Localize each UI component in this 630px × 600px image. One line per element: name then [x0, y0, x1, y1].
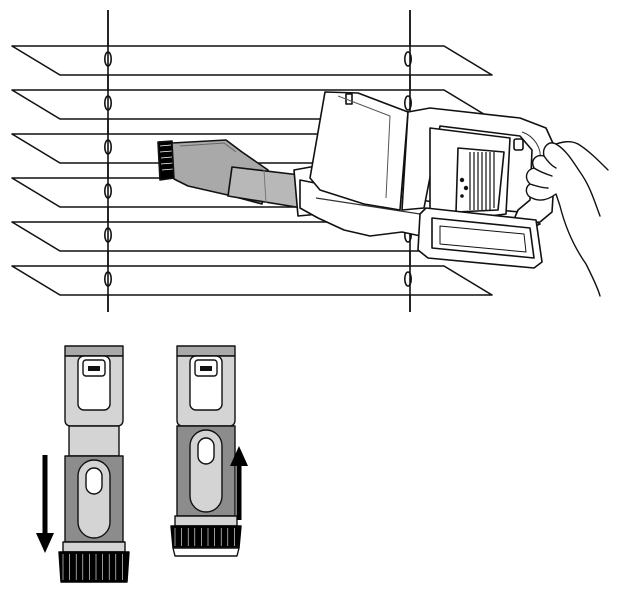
tool-cap	[64, 345, 124, 357]
arrow-down-icon	[36, 455, 54, 553]
brush-bristles	[58, 551, 130, 583]
tool-neck	[68, 425, 120, 457]
air-vent-grille	[469, 152, 495, 210]
hand-illustration	[525, 141, 609, 297]
blind-slat	[11, 45, 493, 76]
brush-collar	[174, 515, 238, 527]
brush-collar	[62, 541, 126, 553]
brush-base	[172, 547, 240, 557]
brush-tool-extended	[58, 345, 130, 583]
tool-cap	[176, 345, 236, 357]
slider-knob	[85, 467, 103, 495]
brush-tool-retracted	[170, 345, 242, 557]
brush-tool-diagrams	[58, 345, 242, 583]
slider-knob	[197, 437, 215, 465]
dust-bin	[309, 91, 409, 211]
blind-slat	[11, 265, 493, 296]
arrow-up-icon	[230, 446, 248, 520]
handheld-vacuum	[157, 91, 557, 269]
trigger-button	[513, 138, 524, 151]
